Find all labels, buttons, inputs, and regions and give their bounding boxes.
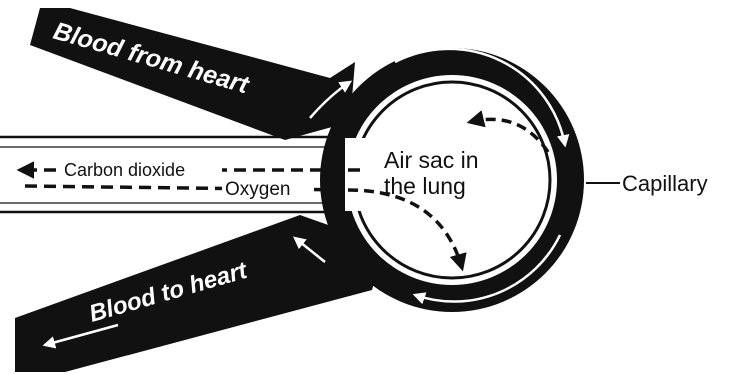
oxygen-label: Oxygen xyxy=(225,179,290,200)
carbon-dioxide-label: Carbon dioxide xyxy=(64,160,185,180)
capillary-label: Capillary xyxy=(622,171,708,196)
air-sac-label-line2: the lung xyxy=(384,173,466,199)
air-sac-label-line1: Air sac in xyxy=(384,147,479,173)
